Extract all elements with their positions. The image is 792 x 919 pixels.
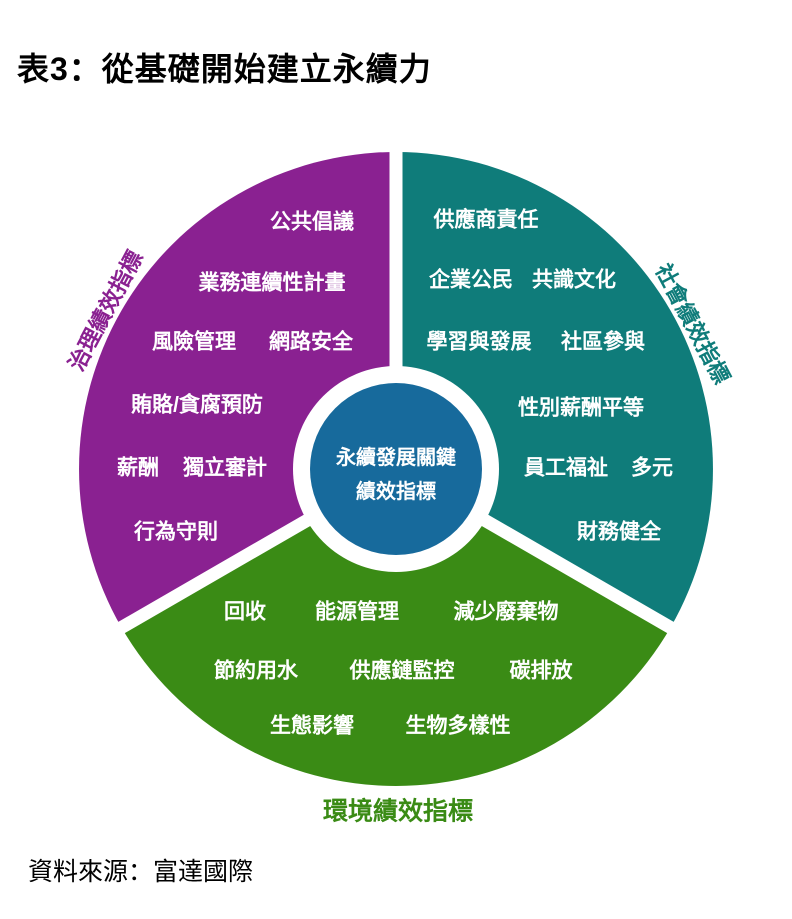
kpi-item: 多元 (631, 456, 673, 480)
kpi-item: 行為守則 (134, 520, 218, 544)
page-title: 表3：從基礎開始建立永續力 (17, 51, 432, 87)
kpi-item: 生態影響 (270, 714, 354, 738)
environment-wedge (121, 469, 671, 786)
kpi-item: 生物多樣性 (405, 714, 511, 738)
kpi-item: 風險管理 (152, 330, 236, 354)
center-label-line1: 永續發展關鍵 (336, 447, 456, 469)
kpi-item: 性別薪酬平等 (518, 396, 644, 420)
kpi-item: 賄賂/貪腐預防 (131, 393, 263, 417)
kpi-item: 獨立審計 (183, 456, 267, 480)
kpi-item: 回收 (224, 600, 266, 624)
kpi-item: 網路安全 (269, 330, 353, 354)
environment-axis-label: 環境績效指標 (322, 797, 474, 826)
kpi-item: 財務健全 (577, 520, 661, 544)
kpi-item: 供應鏈監控 (349, 659, 455, 683)
kpi-item: 企業公民 (429, 268, 513, 292)
kpi-item: 員工福祉 (524, 456, 608, 480)
kpi-item: 減少廢棄物 (453, 600, 559, 624)
kpi-item: 薪酬 (117, 456, 159, 480)
source-note: 資料來源：富達國際 (28, 858, 254, 886)
kpi-item: 能源管理 (315, 600, 399, 624)
kpi-item: 碳排放 (509, 659, 573, 683)
center-circle (310, 383, 482, 555)
kpi-item: 學習與發展 (426, 330, 532, 354)
kpi-item: 供應商責任 (433, 208, 539, 232)
kpi-item: 共識文化 (532, 268, 616, 292)
center-label: 永續發展關鍵 績效指標 (336, 441, 456, 509)
kpi-item: 社區參與 (561, 330, 645, 354)
center-label-line2: 績效指標 (356, 481, 436, 503)
kpi-item: 節約用水 (214, 659, 298, 683)
kpi-item: 公共倡議 (270, 210, 354, 234)
kpi-item: 業務連續性計畫 (198, 271, 346, 295)
